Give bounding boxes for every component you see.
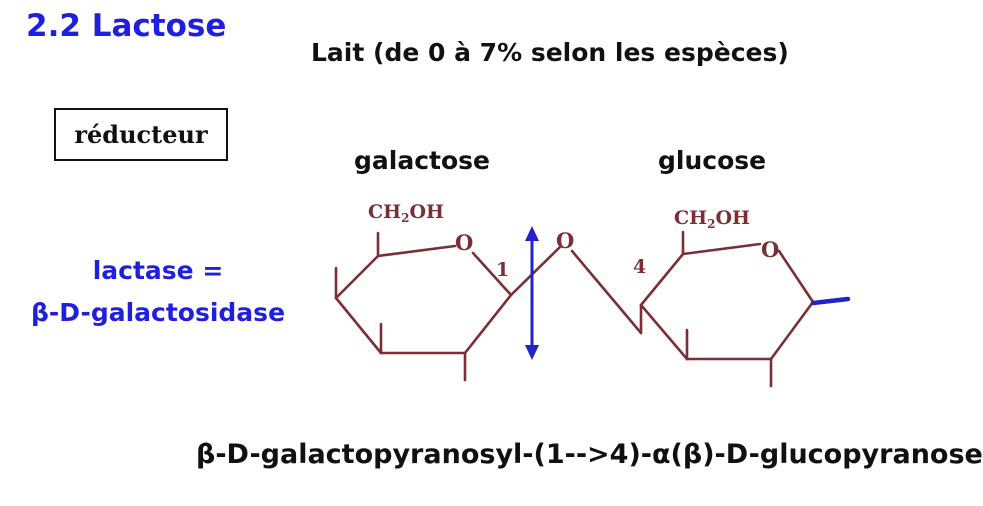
glycosidic-bond-right	[570, 249, 643, 335]
lactose-structure-diagram: CH2OH O 1 O 4 CH2OH O	[334, 201, 851, 388]
glucose-bond-c1-c2	[769, 300, 815, 361]
enzyme-name-line1: lactase =	[92, 256, 224, 285]
galactose-bond-c5-o	[376, 244, 457, 258]
cleavage-arrow	[525, 226, 539, 360]
glucose-bond-c5-o	[681, 242, 762, 256]
glucose-bond-c3-c4	[639, 303, 689, 361]
iupac-name: β-D-galactopyranosyl-(1-->4)-α(β)-D-gluc…	[196, 439, 983, 470]
glucose-anomeric-bond	[810, 296, 851, 306]
glucose-bond-c4-c5	[639, 252, 685, 307]
slide-title: 2.2 Lactose	[26, 8, 227, 44]
slide-subtitle: Lait (de 0 à 7% selon les espèces)	[311, 38, 789, 67]
glucose-ring-oxygen: O	[761, 237, 779, 262]
glucose-bond-o-c1	[777, 249, 815, 304]
cleavage-arrow-head-down	[525, 345, 539, 360]
glycosidic-oxygen: O	[556, 228, 574, 253]
enzyme-name-line2: β-D-galactosidase	[30, 298, 286, 327]
galactose-ring: CH2OH O 1	[334, 201, 513, 382]
galactose-ch2oh: CH2OH	[368, 201, 444, 225]
reducing-label-box: réducteur	[54, 108, 228, 161]
reducing-label: réducteur	[74, 120, 208, 149]
glucose-ch2oh: CH2OH	[674, 207, 750, 231]
galactose-bond-c3-c4	[334, 296, 383, 355]
galactose-bond-o-c1	[471, 251, 513, 297]
glucose-label: glucose	[658, 146, 767, 175]
glucose-carbon-4: 4	[633, 256, 646, 278]
galactose-carbon-1: 1	[496, 259, 509, 281]
galactose-bond-c4-c5	[334, 254, 380, 300]
galactose-label: galactose	[354, 146, 490, 175]
glycosidic-bond-left	[509, 245, 562, 297]
galactose-ring-oxygen: O	[455, 230, 473, 255]
glycosidic-bond: O 4	[509, 228, 646, 335]
galactose-bond-c1-c2	[463, 293, 513, 355]
cleavage-arrow-head-up	[525, 226, 539, 241]
glucose-ring: CH2OH O	[639, 207, 851, 388]
